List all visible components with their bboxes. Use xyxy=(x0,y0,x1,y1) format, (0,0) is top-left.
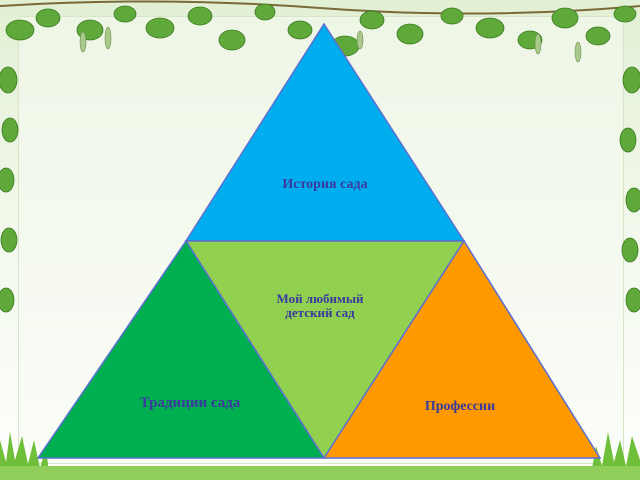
grass-border xyxy=(0,432,640,480)
triangle-top xyxy=(184,22,466,242)
label-garden-history: История сада xyxy=(282,177,368,192)
label-garden-traditions: Традиции сада xyxy=(139,395,241,411)
triangle-right xyxy=(322,239,602,459)
label-professions: Профессии xyxy=(424,399,496,414)
label-favorite-kindergarten: Мой любимый детский сад xyxy=(276,291,364,320)
side-leaf-border xyxy=(0,66,640,313)
triangle-left xyxy=(36,239,326,459)
top-leaf-border xyxy=(0,0,640,63)
